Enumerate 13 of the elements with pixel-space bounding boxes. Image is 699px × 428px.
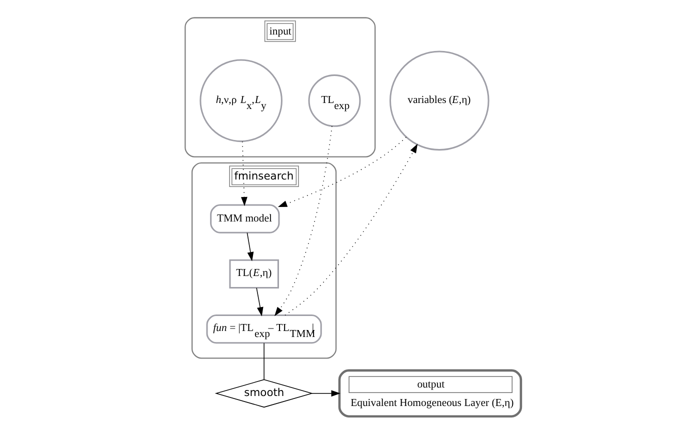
arrow [274, 126, 332, 316]
arrow [240, 141, 247, 206]
arrow [246, 232, 254, 262]
node-diamond: smooth [214, 379, 313, 408]
arrow [311, 390, 340, 397]
connector [263, 342, 264, 380]
arrow [284, 144, 418, 316]
node-box: output Equivalent Homogeneous Layer (E,η) [338, 369, 522, 418]
arrow [277, 136, 406, 207]
node-box: TL(E,η) [228, 259, 278, 288]
node-circle: variables (E,η) [388, 50, 489, 151]
arrow [256, 288, 263, 316]
node-box: TMM model [210, 204, 280, 234]
